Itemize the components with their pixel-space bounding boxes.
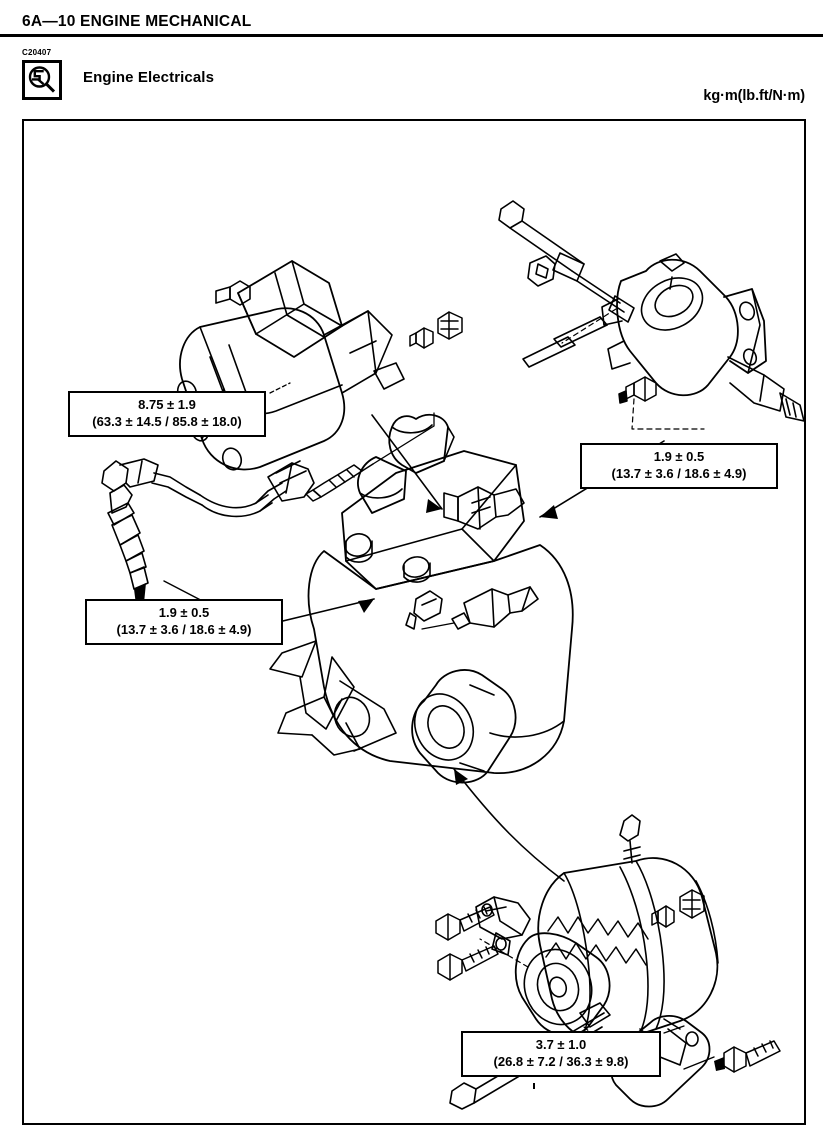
torque-value-secondary: (63.3 ± 14.5 / 85.8 ± 18.0) [92,414,242,429]
section-title: Engine Electricals [83,69,215,86]
distributor-drawing [498,200,804,519]
torque-callout-starter: 8.75 ± 1.9 (63.3 ± 14.5 / 85.8 ± 18.0) [68,391,266,437]
scan-artifact [533,1083,535,1089]
torque-value-primary: 8.75 ± 1.9 [138,397,196,412]
page-header: 6A—10 ENGINE MECHANICAL [0,0,823,40]
torque-callout-distributor: 1.9 ± 0.5 (13.7 ± 3.6 / 18.6 ± 4.9) [580,443,778,489]
torque-value-secondary: (26.8 ± 7.2 / 36.3 ± 9.8) [493,1054,629,1069]
page-title: 6A—10 ENGINE MECHANICAL [22,13,252,30]
torque-value-primary: 1.9 ± 0.5 [653,449,705,464]
figure-code-label: C20407 [22,48,52,57]
torque-callout-knock-sensor: 1.9 ± 0.5 (13.7 ± 3.6 / 18.6 ± 4.9) [85,599,283,645]
torque-callout-alternator: 3.7 ± 1.0 (26.8 ± 7.2 / 36.3 ± 9.8) [461,1031,661,1077]
torque-value-primary: 1.9 ± 0.5 [158,605,210,620]
torque-value-secondary: (13.7 ± 3.6 / 18.6 ± 4.9) [611,466,747,481]
torque-value-secondary: (13.7 ± 3.6 / 18.6 ± 4.9) [116,622,252,637]
engine-block-drawing [269,413,574,882]
figure-frame [22,119,806,1125]
torque-value-primary: 3.7 ± 1.0 [535,1037,587,1052]
torque-units-note: kg·m(lb.ft/N·m) [703,88,805,104]
magnifier-inspection-icon [22,60,62,100]
header-divider [0,34,823,37]
alternator-drawing [435,814,781,1110]
